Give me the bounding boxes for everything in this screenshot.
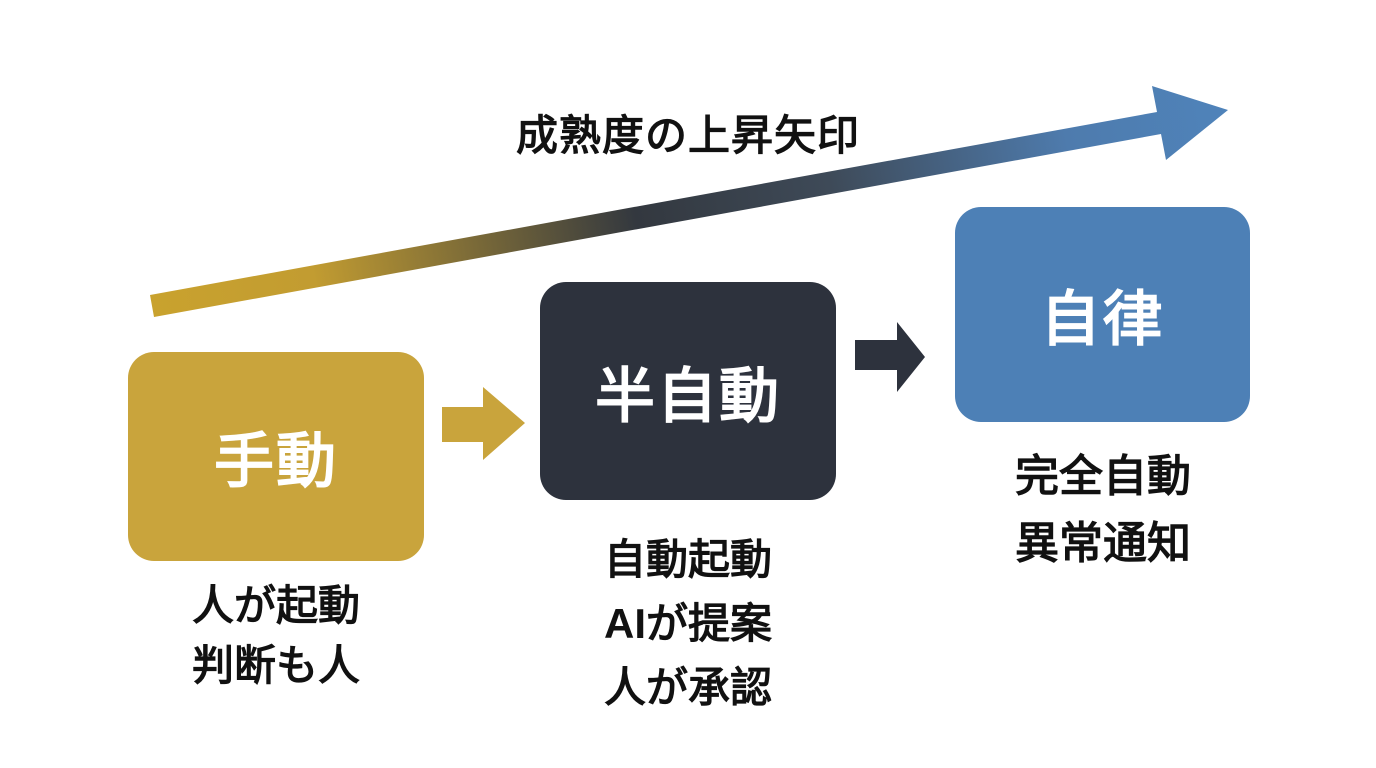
stage-notes-autonomous: 完全自動 異常通知 bbox=[938, 443, 1268, 577]
stage-box-autonomous: 自律 bbox=[955, 207, 1250, 422]
stage-box-manual: 手動 bbox=[128, 352, 424, 561]
note-line: 完全自動 bbox=[1015, 452, 1191, 501]
stage-notes-manual: 人が起動 判断も人 bbox=[118, 576, 434, 696]
note-line: 判断も人 bbox=[191, 642, 360, 689]
arrow-right-icon-semi-to-autonomous bbox=[855, 322, 925, 392]
stage-box-semi-auto: 半自動 bbox=[540, 282, 836, 500]
stage-label-autonomous: 自律 bbox=[1040, 286, 1165, 353]
note-line: 自動起動 bbox=[603, 536, 772, 583]
arrow-right-shape bbox=[855, 322, 925, 392]
note-line: AIが提案 bbox=[603, 600, 772, 647]
note-line: 人が承認 bbox=[603, 664, 772, 711]
arrow-right-icon-manual-to-semi bbox=[442, 387, 525, 460]
stage-label-semi-auto: 半自動 bbox=[595, 362, 781, 430]
stage-label-manual: 手動 bbox=[214, 428, 338, 495]
note-line: 人が起動 bbox=[191, 582, 360, 629]
maturity-arrow-shape bbox=[150, 86, 1228, 317]
note-line: 異常通知 bbox=[1015, 519, 1191, 568]
diagram-title: 成熟度の上昇矢印 bbox=[515, 112, 860, 159]
arrow-right-shape bbox=[442, 387, 525, 460]
stage-notes-semi-auto: 自動起動 AIが提案 人が承認 bbox=[530, 528, 846, 720]
